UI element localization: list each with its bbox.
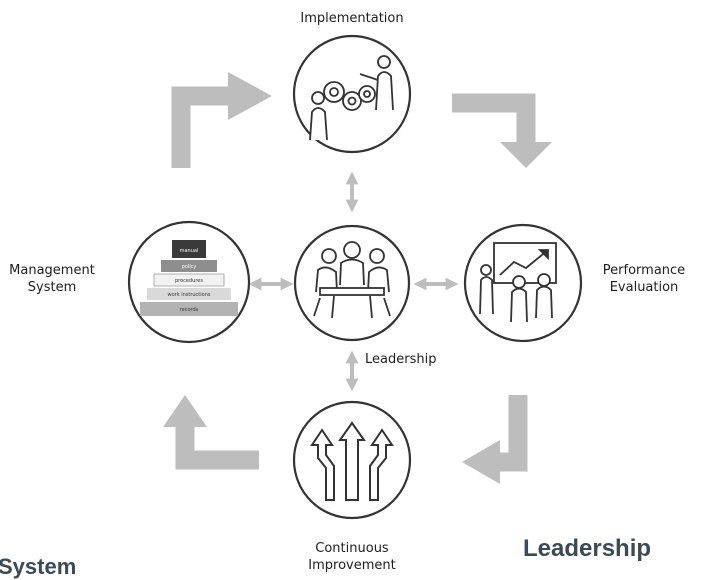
performance-evaluation-label-line-1: Performance [602,263,686,278]
footer-leadership-text: Leadership [523,535,652,562]
implementation-node [292,34,412,154]
performance-evaluation-label: Performance Evaluation [592,262,696,296]
cycle-arrow-bottom-right [462,395,528,484]
pyramid-level-records: records [180,307,199,313]
continuous-improvement-label: Continuous Improvement [292,540,412,574]
leadership-label: Leadership [365,352,437,367]
meeting-people-icon [313,241,391,319]
branching-arrows-icon [310,421,394,501]
presentation-chart-icon [479,242,557,323]
cycle-arrow-bottom-left [163,395,259,470]
performance-evaluation-node [463,223,583,343]
cycle-arrow-top-right [452,93,552,168]
management-system-label-line-1: Management [9,263,95,278]
management-system-node: manual policy procedures work instructio… [127,220,251,344]
pyramid-level-procedures: procedures [175,278,203,284]
pyramid-level-manual: manual [180,248,199,254]
management-system-label-line-2: System [27,280,77,295]
gears-people-icon [309,55,394,141]
management-system-label: Management System [0,262,104,296]
continuous-improvement-label-line-1: Continuous [315,541,389,556]
performance-evaluation-label-line-2: Evaluation [609,280,679,295]
pyramid-level-policy: policy [182,264,197,270]
continuous-improvement-label-line-2: Improvement [308,558,396,573]
footer-system-text: System [0,554,77,579]
cycle-arrow-top-left [171,72,272,168]
document-pyramid-icon: manual policy procedures work instructio… [140,240,238,316]
continuous-improvement-node [292,400,412,520]
implementation-label: Implementation [300,11,404,26]
leadership-node [293,224,411,342]
pyramid-level-work-instructions: work instructions [168,292,211,298]
